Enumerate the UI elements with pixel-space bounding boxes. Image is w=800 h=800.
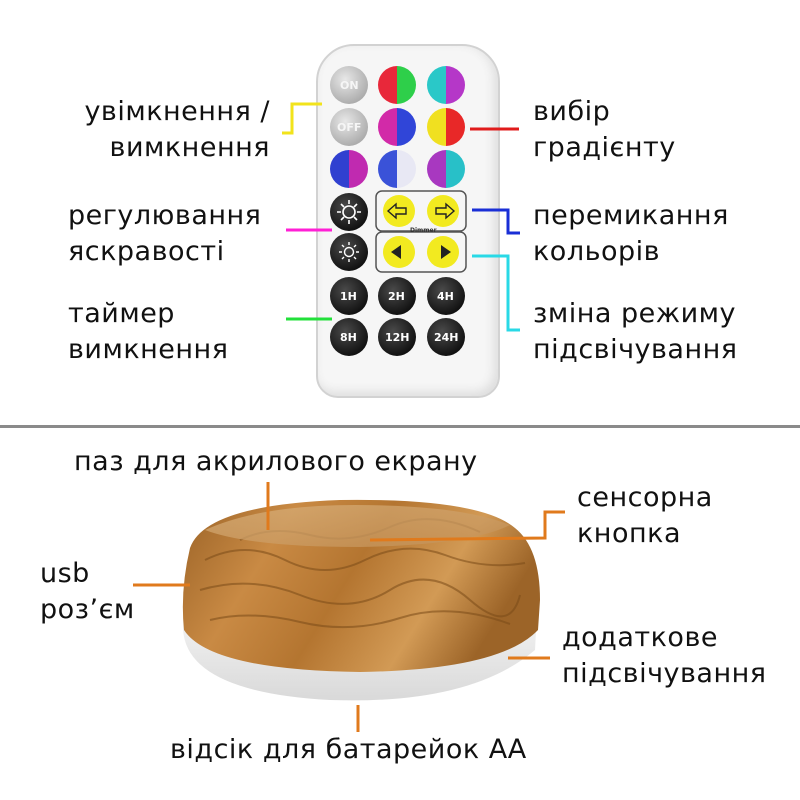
- slot-label: паз для акрилового екрану: [74, 446, 478, 477]
- extra-light-label: додаткове підсвічування: [562, 620, 767, 692]
- color-switch-label: перемикання кольорів: [533, 198, 729, 270]
- power-label-line1: увімкнення /: [84, 96, 270, 127]
- color-button-yellow-red[interactable]: [427, 108, 465, 146]
- color-next-button[interactable]: [427, 195, 459, 227]
- timer-1h-button[interactable]: [330, 277, 368, 315]
- mode-label: зміна режиму підсвічування: [533, 296, 738, 368]
- power-label: увімкнення / вимкнення: [84, 94, 270, 166]
- power-callout-line: [282, 102, 322, 135]
- brightness-label-line2: яскравості: [68, 236, 225, 267]
- brightness-label-line1: регулювання: [68, 200, 262, 231]
- timer-8h-button[interactable]: [330, 318, 368, 356]
- arrow-right-outline-icon: [435, 202, 456, 220]
- off-button-label: OFF: [337, 121, 362, 134]
- arrow-right-solid-icon: [441, 245, 451, 259]
- base-wood-top: [205, 505, 510, 547]
- timer-24h-label: 24H: [434, 331, 459, 344]
- brightness-down-button[interactable]: [330, 233, 368, 271]
- off-button[interactable]: [330, 108, 368, 146]
- touch-callout-line: [369, 510, 565, 542]
- on-button-label: ON: [340, 79, 359, 92]
- timer-12h-label: 12H: [385, 331, 410, 344]
- gradient-label-line2: градієнту: [533, 132, 676, 163]
- mode-callout-line: [472, 254, 520, 332]
- power-label-line2: вимкнення: [109, 132, 270, 163]
- mode-box: [375, 231, 467, 273]
- color-prev-button[interactable]: [383, 195, 415, 227]
- timer-4h-button[interactable]: [427, 277, 465, 315]
- timer-12h-button[interactable]: [378, 318, 416, 356]
- brightness-up-button[interactable]: [330, 193, 368, 231]
- on-button[interactable]: [330, 66, 368, 104]
- color-switch-box: [375, 190, 467, 232]
- timer-label-line1: таймер: [68, 298, 175, 329]
- sun-icon: [337, 200, 361, 224]
- color-button-magenta-blue[interactable]: [378, 108, 416, 146]
- extra-light-label-line1: додаткове: [562, 622, 718, 653]
- color-button-blue-magenta[interactable]: [330, 150, 368, 188]
- gradient-label-line1: вибір: [533, 96, 611, 127]
- timer-24h-button[interactable]: [427, 318, 465, 356]
- color-switch-callout-line: [472, 208, 520, 235]
- color-button-red-green[interactable]: [378, 66, 416, 104]
- touch-label-line2: кнопка: [577, 518, 681, 549]
- battery-label: відсік для батарейок АА: [170, 734, 527, 765]
- section-divider: [0, 425, 800, 428]
- arrow-left-solid-icon: [391, 245, 401, 259]
- dimmer-label: Dimmer: [410, 227, 437, 234]
- timer-8h-label: 8H: [340, 331, 357, 344]
- sun-icon: [339, 242, 359, 262]
- base-wood-grain: [199, 518, 526, 629]
- timer-1h-label: 1H: [340, 290, 357, 303]
- color-button-blue-white[interactable]: [378, 150, 416, 188]
- timer-2h-button[interactable]: [378, 277, 416, 315]
- timer-4h-label: 4H: [437, 290, 454, 303]
- color-button-cyan-purple[interactable]: [427, 66, 465, 104]
- mode-label-line1: зміна режиму: [533, 298, 736, 329]
- mode-label-line2: підсвічування: [533, 334, 738, 365]
- color-switch-label-line2: кольорів: [533, 236, 661, 267]
- color-button-purple-cyan[interactable]: [427, 150, 465, 188]
- gradient-label: вибір градієнту: [533, 94, 676, 166]
- color-switch-label-line1: перемикання: [533, 200, 729, 231]
- timer-label-line2: вимкнення: [68, 334, 229, 365]
- usb-label-line2: роз’єм: [40, 594, 135, 625]
- timer-2h-label: 2H: [388, 290, 405, 303]
- usb-label-line1: usb: [40, 558, 90, 589]
- extra-light-label-line2: підсвічування: [562, 658, 767, 689]
- usb-label: usb роз’єм: [40, 556, 135, 628]
- touch-label: сенсорна кнопка: [577, 480, 713, 552]
- arrow-left-outline-icon: [386, 202, 407, 220]
- touch-label-line1: сенсорна: [577, 482, 713, 513]
- brightness-label: регулювання яскравості: [68, 198, 261, 270]
- timer-label: таймер вимкнення: [68, 296, 228, 368]
